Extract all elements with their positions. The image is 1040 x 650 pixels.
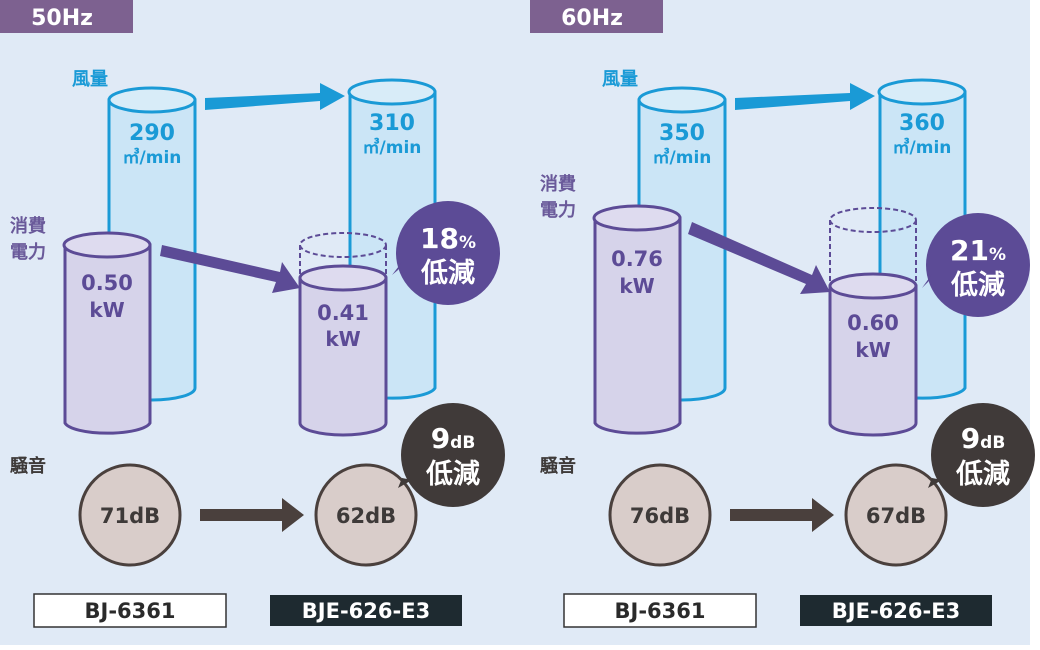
power-label-line2: 電力 xyxy=(10,242,46,263)
power-reduction-badge: 21% 低減 xyxy=(922,213,1030,317)
power-reduction-badge: 18% 低減 xyxy=(392,201,500,305)
old-power-outline xyxy=(829,207,917,286)
noise-arrow-icon xyxy=(730,498,834,532)
panel-50hz: 50Hz 風量 290 ㎥/min 310 ㎥/min 消費 電力 0.50 k… xyxy=(0,0,505,628)
panel-60hz: 60Hz 風量 350 ㎥/min 360 ㎥/min 消費 電力 0.76 k… xyxy=(530,0,1035,628)
noise-reduction-value: 9 xyxy=(431,422,450,455)
svg-text:21%: 21% xyxy=(950,234,1006,267)
old-noise-value: 76dB xyxy=(630,504,690,528)
noise-arrow-icon xyxy=(200,498,304,532)
new-noise-circle: 62dB xyxy=(314,463,418,567)
power-reduction-label: 低減 xyxy=(420,258,475,289)
old-noise-value: 71dB xyxy=(100,504,160,528)
old-airflow-value: 290 xyxy=(129,121,175,146)
new-model-label: BJE-626-E3 xyxy=(832,599,960,623)
power-reduction-unit: % xyxy=(989,245,1006,265)
new-airflow-unit: ㎥/min xyxy=(893,137,952,158)
airflow-label: 風量 xyxy=(72,68,108,90)
new-power-value: 0.60 xyxy=(847,311,899,335)
noise-reduction-unit: dB xyxy=(980,433,1005,453)
new-airflow-value: 310 xyxy=(369,111,415,136)
power-reduction-value: 21 xyxy=(950,234,989,267)
noise-reduction-label: 低減 xyxy=(425,459,480,490)
old-power-unit: kW xyxy=(619,274,654,298)
old-power-cylinder: 0.76 kW xyxy=(592,204,682,435)
new-power-cylinder: 0.41 kW xyxy=(298,264,388,437)
power-label-line2: 電力 xyxy=(540,200,576,221)
svg-text:9dB: 9dB xyxy=(431,422,476,455)
noise-reduction-badge: 9dB 低減 xyxy=(928,403,1035,507)
old-power-value: 0.50 xyxy=(81,271,133,295)
new-power-unit: kW xyxy=(325,327,360,351)
noise-reduction-label: 低減 xyxy=(955,459,1010,490)
old-airflow-value: 350 xyxy=(659,121,705,146)
power-label-line1: 消費 xyxy=(540,173,576,195)
new-power-cylinder: 0.60 kW xyxy=(828,272,918,437)
old-power-cylinder: 0.50 kW xyxy=(62,231,152,435)
new-model-box xyxy=(270,595,462,626)
power-arrow-icon xyxy=(160,245,300,293)
old-model-label: BJ-6361 xyxy=(85,599,176,623)
old-airflow-unit: ㎥/min xyxy=(653,147,712,168)
noise-reduction-unit: dB xyxy=(450,433,475,453)
svg-text:9dB: 9dB xyxy=(961,422,1006,455)
old-model-box xyxy=(563,593,757,628)
old-noise-circle: 76dB xyxy=(608,463,712,567)
frequency-label: 60Hz xyxy=(561,6,623,31)
new-noise-circle: 67dB xyxy=(844,463,948,567)
airflow-arrow-icon xyxy=(205,83,345,110)
old-model-label: BJ-6361 xyxy=(615,599,706,623)
old-noise-circle: 71dB xyxy=(78,463,182,567)
old-power-unit: kW xyxy=(89,298,124,322)
new-model-label: BJE-626-E3 xyxy=(302,599,430,623)
power-reduction-unit: % xyxy=(459,233,476,253)
frequency-tab xyxy=(530,0,663,33)
old-power-outline xyxy=(299,232,387,278)
new-airflow-unit: ㎥/min xyxy=(363,137,422,158)
old-airflow-unit: ㎥/min xyxy=(123,147,182,168)
power-reduction-label: 低減 xyxy=(950,270,1005,301)
new-noise-value: 62dB xyxy=(336,504,396,528)
noise-label: 騒音 xyxy=(540,455,576,477)
noise-reduction-value: 9 xyxy=(961,422,980,455)
frequency-label: 50Hz xyxy=(31,6,93,31)
svg-text:18%: 18% xyxy=(420,222,476,255)
airflow-label: 風量 xyxy=(602,68,638,90)
new-airflow-value: 360 xyxy=(899,111,945,136)
new-noise-value: 67dB xyxy=(866,504,926,528)
new-power-value: 0.41 xyxy=(317,301,369,325)
power-arrow-icon xyxy=(688,222,830,294)
old-power-value: 0.76 xyxy=(611,247,663,271)
power-label-line1: 消費 xyxy=(10,215,46,237)
new-model-box xyxy=(800,595,992,626)
frequency-tab xyxy=(0,0,133,33)
noise-label: 騒音 xyxy=(10,455,46,477)
new-power-unit: kW xyxy=(855,338,890,362)
power-reduction-value: 18 xyxy=(420,222,459,255)
noise-reduction-badge: 9dB 低減 xyxy=(398,403,505,507)
old-model-box xyxy=(33,593,227,628)
airflow-arrow-icon xyxy=(735,83,875,110)
